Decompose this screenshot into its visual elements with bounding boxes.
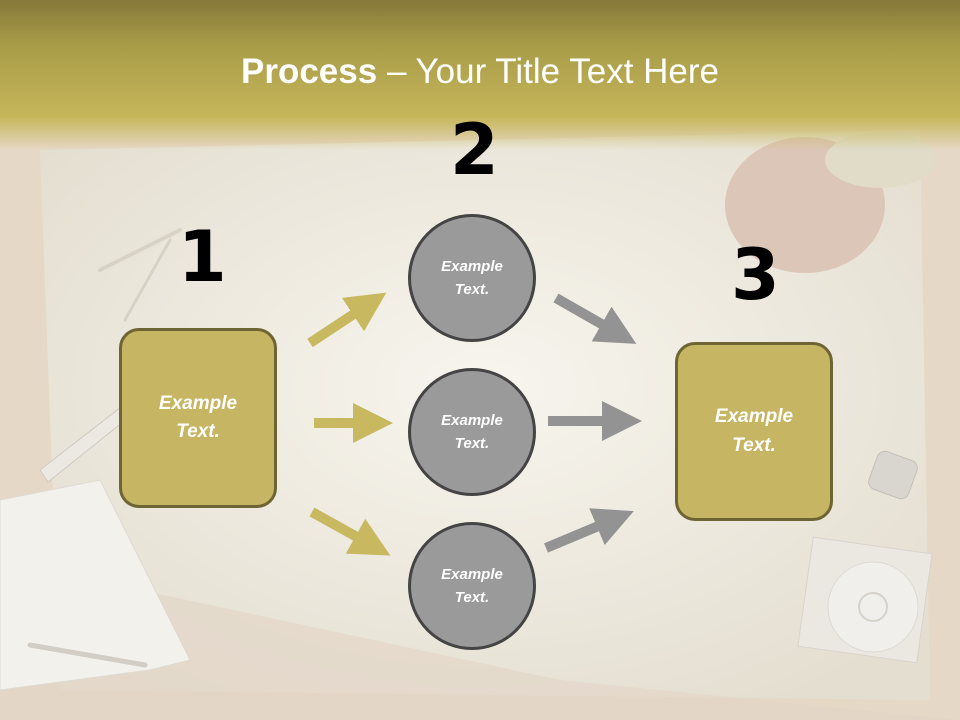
step-number-1: 1: [178, 216, 227, 298]
process-box-left[interactable]: Example Text.: [119, 328, 277, 508]
process-circle-middle[interactable]: Example Text.: [408, 368, 536, 496]
process-circle-bottom[interactable]: Example Text.: [408, 522, 536, 650]
process-box-left-label: Example Text.: [158, 392, 238, 443]
title-bold: Process: [241, 52, 378, 91]
pencil-shape: [27, 642, 148, 668]
step-number-2: 2: [450, 109, 499, 191]
arrow-bottom-circle-to-right: [544, 508, 634, 553]
pen-shape: [98, 228, 182, 272]
process-box-right[interactable]: Example Text.: [675, 342, 833, 521]
process-circle-bottom-label: Example Text.: [441, 565, 503, 606]
process-circle-top-label: Example Text.: [441, 257, 503, 298]
arrow-left-to-top-circle: [307, 292, 387, 348]
arrow-left-to-bottom-circle: [309, 507, 391, 556]
pen-shape-2: [123, 238, 172, 322]
title-rest: – Your Title Text Here: [377, 52, 719, 91]
process-circle-middle-label: Example Text.: [441, 411, 503, 452]
step-number-3: 3: [731, 234, 780, 316]
slide-title: Process – Your Title Text Here: [0, 52, 960, 92]
phone-shape: [868, 450, 918, 500]
notepad-shape: [0, 479, 191, 691]
arrow-top-circle-to-right: [553, 293, 637, 344]
process-box-right-label: Example Text.: [714, 406, 794, 456]
header-band: [0, 0, 960, 150]
process-circle-top[interactable]: Example Text.: [408, 214, 536, 342]
cd-shape: [827, 561, 919, 653]
